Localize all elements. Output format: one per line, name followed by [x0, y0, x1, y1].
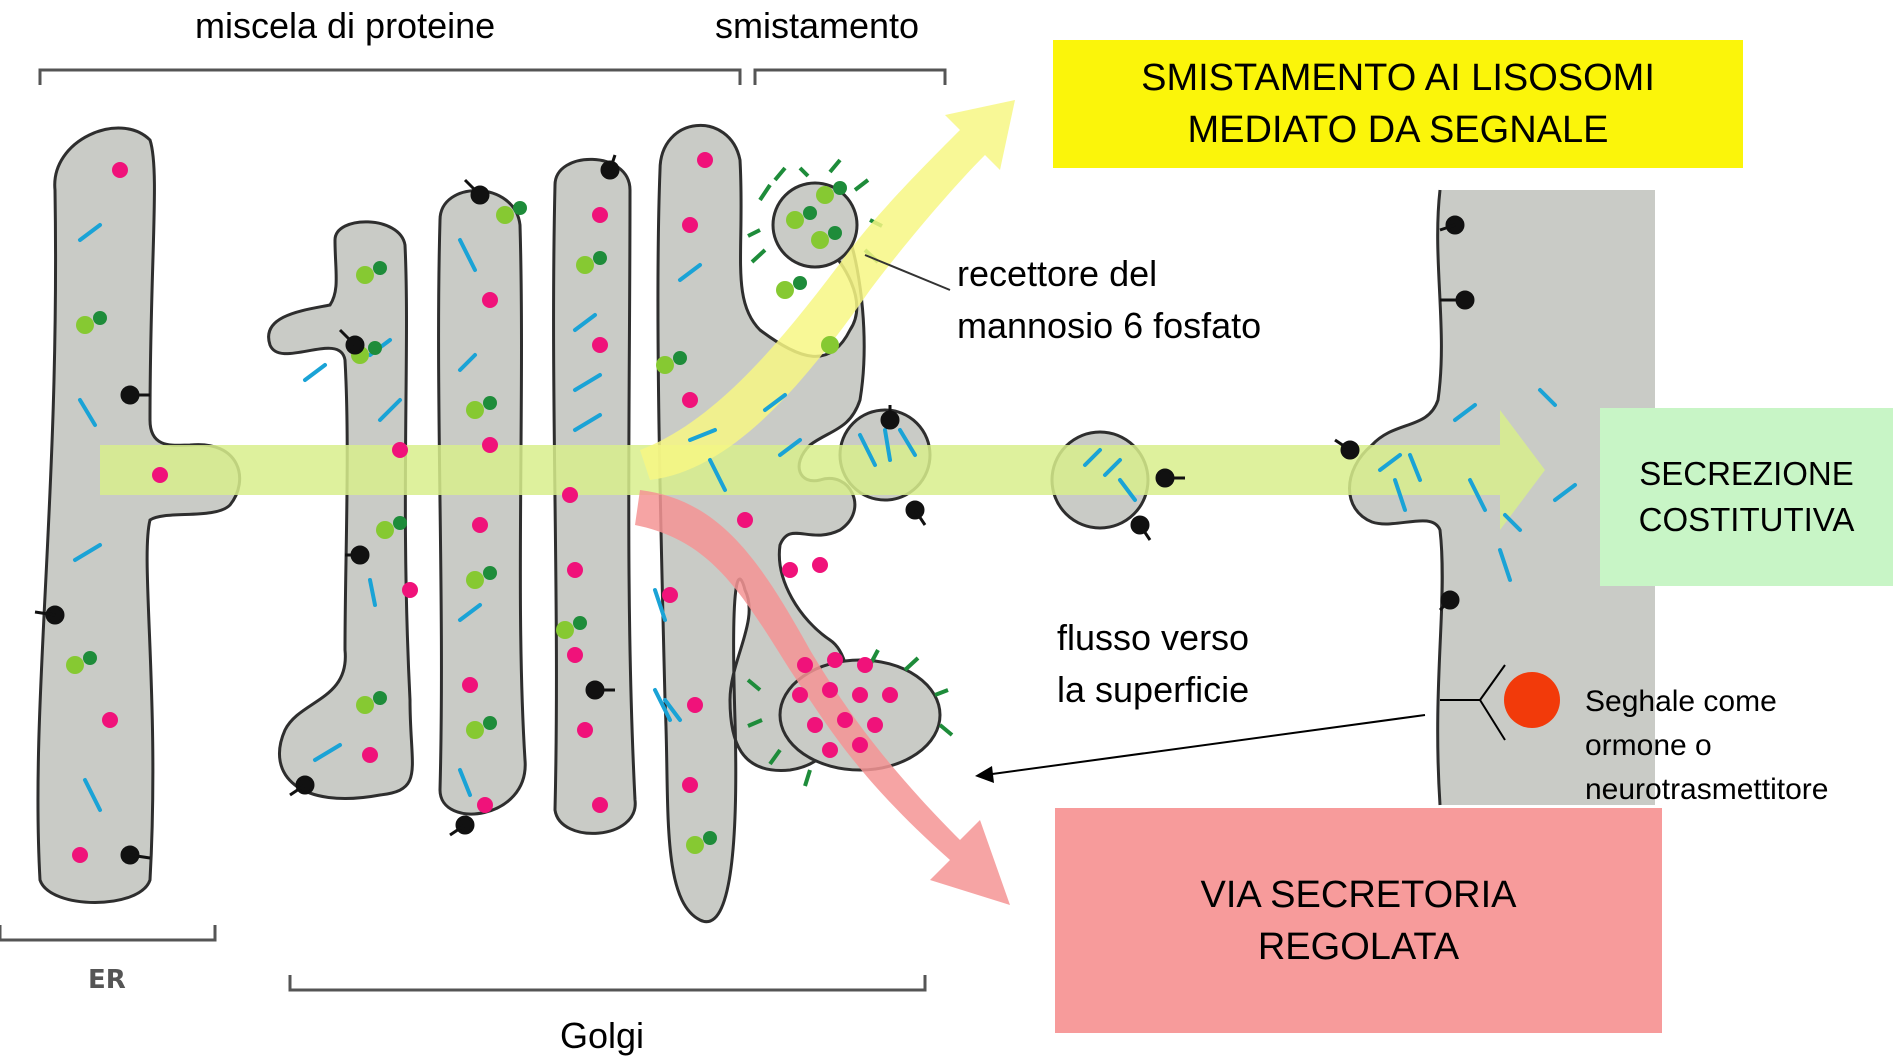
- constitutive-box-line2: COSTITUTIVA: [1639, 497, 1855, 543]
- lysosome-box-line1: SMISTAMENTO AI LISOSOMI: [1141, 52, 1655, 104]
- flow-label-line1: flusso verso: [1057, 612, 1249, 664]
- lysosome-box-line2: MEDIATO DA SEGNALE: [1188, 104, 1609, 156]
- constitutive-secretion-box: SECREZIONE COSTITUTIVA: [1600, 408, 1893, 586]
- lysosome-sorting-box: SMISTAMENTO AI LISOSOMI MEDIATO DA SEGNA…: [1053, 40, 1743, 168]
- signal-molecule: [1504, 672, 1560, 728]
- sorting-label: smistamento: [715, 5, 919, 47]
- flow-label-line2: la superficie: [1057, 664, 1249, 716]
- receptor-label-line1: recettore del: [957, 248, 1261, 300]
- protein-mix-label: miscela di proteine: [195, 5, 495, 47]
- regulated-box-line2: REGOLATA: [1258, 921, 1459, 973]
- signal-label: Seghale come ormone o neurotrasmettitore: [1585, 680, 1828, 812]
- regulated-box-line1: VIA SECRETORIA: [1200, 869, 1516, 921]
- constitutive-box-line1: SECREZIONE: [1639, 451, 1854, 497]
- receptor-label: recettore del mannosio 6 fosfato: [957, 248, 1261, 352]
- golgi-cisterna-1: [269, 222, 413, 799]
- flow-label: flusso verso la superficie: [1057, 612, 1249, 716]
- receptor-label-line2: mannosio 6 fosfato: [957, 300, 1261, 352]
- signal-label-line1: Seghale come: [1585, 680, 1828, 724]
- regulated-secretion-box: VIA SECRETORIA REGOLATA: [1055, 808, 1662, 1033]
- er-label: ER: [88, 965, 126, 995]
- er-compartment: [38, 128, 240, 902]
- flow-pointer-arrow: [975, 715, 1425, 783]
- golgi-label: Golgi: [560, 1015, 644, 1057]
- signal-label-line2: ormone o: [1585, 724, 1828, 768]
- golgi-cisterna-2: [439, 191, 526, 814]
- signal-label-line3: neurotrasmettitore: [1585, 768, 1828, 812]
